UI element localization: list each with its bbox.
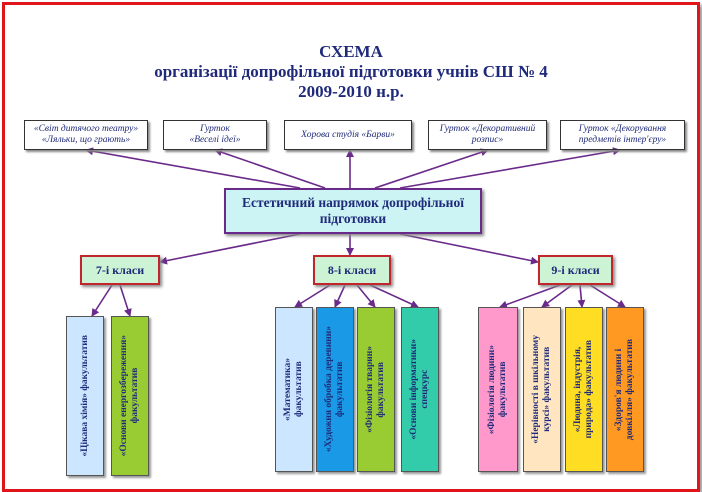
arrow-class8-to-subject-4 (334, 284, 346, 308)
class-9-box: 9-і класи (538, 255, 613, 285)
class-7-label: 7-і класи (95, 262, 145, 277)
top-box-decor-text: Гурток «Декорування предметів інтер'єру» (578, 124, 667, 145)
subject-inequalities: «Нерівності в шкільному курсі» факультат… (523, 307, 561, 472)
top-box-ideas-text: Гурток «Веселі ідеї» (189, 124, 241, 145)
class-7-box: 7-і класи (80, 255, 160, 285)
arrow-class8-to-subject-3 (294, 284, 331, 308)
arrow-class9-to-subject-8 (541, 284, 573, 308)
arrow-class7-to-subject-2 (119, 284, 132, 317)
top-box-ideas: Гурток «Веселі ідеї» (163, 120, 267, 150)
top-box-choir-text: Хорова студія «Барви» (301, 129, 395, 140)
top-box-theatre: «Світ дитячого театру» «Ляльки, що грают… (24, 120, 148, 150)
subject-chemistry-text: «Цікава хімія» факультатив (79, 335, 90, 457)
subject-industry-nature: «Людина, індустрія, природа» факультатив (565, 307, 603, 472)
arrow-class8-to-subject-6 (369, 284, 419, 308)
top-box-painting-text: Гурток «Декоративний розпис» (439, 124, 536, 145)
center-box: Естетичний напрямок допрофільної підгото… (224, 188, 482, 234)
diagram-subtitle: організації допрофільної підготовки учні… (154, 62, 548, 81)
arrow-class9-to-subject-10 (589, 284, 626, 308)
arrow-center-to-class-9 (399, 233, 539, 265)
top-box-choir: Хорова студія «Барви» (284, 120, 412, 150)
class-9-label: 9-і класи (551, 262, 600, 277)
subject-industry-nature-text: «Людина, індустрія, природа» факультатив (573, 340, 594, 439)
arrow-class8-to-subject-5 (356, 284, 376, 308)
class-8-label: 8-і класи (327, 262, 377, 277)
arrow-center-to-top-2 (214, 148, 326, 189)
arrow-center-to-top-4 (374, 148, 489, 189)
subject-math: «Математика» факультатив (275, 307, 313, 472)
center-box-text: Естетичний напрямок допрофільної підгото… (242, 195, 464, 226)
subject-informatics-text: «Основи інформатики» спецкурс (409, 339, 430, 440)
subject-informatics: «Основи інформатики» спецкурс (401, 307, 439, 472)
subject-woodwork: «Художня обробка деревини» факультатив (316, 307, 354, 472)
subject-inequalities-text: «Нерівності в шкільному курсі» факультат… (531, 335, 552, 444)
subject-energy-text: «Основи енергозбереження» факультатив (119, 335, 140, 457)
arrow-center-to-top-1 (85, 147, 301, 189)
subject-animal-physiology-text: «Фізіологія тварин» факультатив (365, 346, 386, 433)
class-8-box: 8-і класи (313, 255, 391, 285)
top-box-decor: Гурток «Декорування предметів інтер'єру» (560, 120, 685, 150)
diagram-title: СХЕМА (319, 42, 383, 61)
subject-human-physiology: «Фізіологія людини» факультатив (478, 307, 518, 472)
top-box-theatre-text: «Світ дитячого театру» «Ляльки, що грают… (33, 124, 139, 145)
arrow-center-to-top-5 (399, 147, 621, 189)
arrow-class9-to-subject-7 (499, 284, 561, 309)
subject-animal-physiology: «Фізіологія тварин» факультатив (357, 307, 395, 472)
diagram-year: 2009-2010 н.р. (298, 82, 404, 101)
arrow-class9-to-subject-9 (577, 284, 586, 308)
arrow-class7-to-subject-1 (91, 284, 113, 317)
subject-energy: «Основи енергозбереження» факультатив (111, 316, 149, 476)
subject-woodwork-text: «Художня обробка деревини» факультатив (324, 326, 345, 453)
top-box-painting: Гурток «Декоративний розпис» (428, 120, 547, 150)
subject-human-physiology-text: «Фізіологія людини» факультатив (487, 344, 508, 435)
arrow-center-to-class-7 (159, 233, 301, 265)
subject-chemistry: «Цікава хімія» факультатив (66, 316, 104, 476)
subject-health-environment-text: «Здоров'я людини і довкілля» факультатив (614, 338, 635, 441)
subject-math-text: «Математика» факультатив (283, 358, 304, 421)
subject-health-environment: «Здоров'я людини і довкілля» факультатив (606, 307, 644, 472)
